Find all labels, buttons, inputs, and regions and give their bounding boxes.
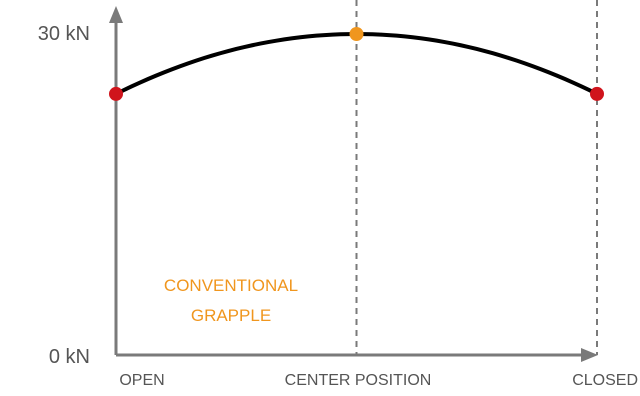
point-center-position — [349, 27, 364, 41]
points-layer — [109, 27, 604, 101]
series-line — [114, 31, 599, 96]
axes — [109, 6, 598, 362]
series-layer — [114, 31, 599, 96]
y-axis-arrow-icon — [109, 6, 123, 23]
annotation-line-1: CONVENTIONAL — [164, 276, 298, 295]
x-tick-label-open: OPEN — [119, 372, 164, 389]
y-tick-label-top: 30 kN — [38, 23, 90, 45]
point-closed — [590, 86, 604, 101]
y-tick-label-bottom: 0 kN — [49, 346, 90, 368]
x-tick-label-center-position: CENTER POSITION — [285, 372, 432, 389]
point-open — [109, 86, 123, 101]
x-axis-arrow-icon — [581, 348, 598, 362]
x-tick-label-closed: CLOSED — [572, 372, 638, 389]
annotation-line-2: GRAPPLE — [191, 306, 271, 325]
reference-lines — [355, 0, 598, 355]
